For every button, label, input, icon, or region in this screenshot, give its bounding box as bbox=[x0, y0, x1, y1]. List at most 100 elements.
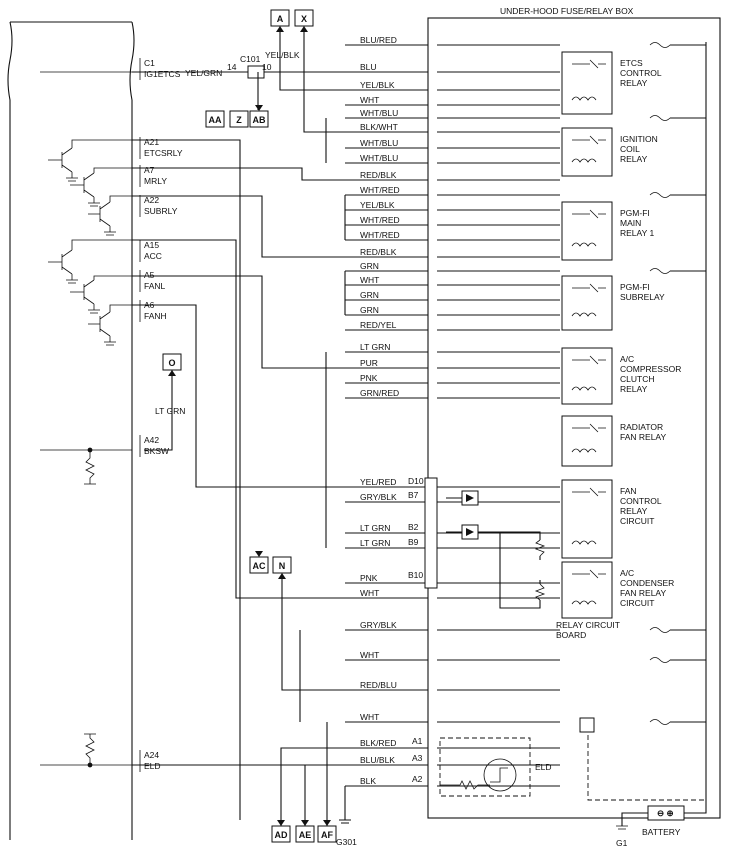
wire-label: WHT/RED bbox=[360, 230, 400, 240]
wire-label: GRN bbox=[360, 290, 379, 300]
wire-label: GRY/BLK bbox=[360, 620, 397, 630]
ecm-signal-fanl: FANL bbox=[144, 281, 166, 291]
board-pin-B9: B9 bbox=[408, 537, 419, 547]
relay-label-line: FAN bbox=[620, 486, 637, 496]
connector-ab: AB bbox=[249, 105, 269, 128]
wire-label: WHT/BLU bbox=[360, 108, 398, 118]
relay-label-line: FAN RELAY bbox=[620, 588, 666, 598]
relay-label-line: A/C bbox=[620, 354, 634, 364]
ecm-signal-eld: ELD bbox=[144, 761, 161, 771]
ground-g301: G301 bbox=[336, 786, 357, 847]
eld-label: ELD bbox=[535, 762, 552, 772]
relay-label-line: IGNITION bbox=[620, 134, 658, 144]
connector-a: A bbox=[270, 9, 290, 32]
wire-label: PUR bbox=[360, 358, 378, 368]
wire-label: BLU/BLK bbox=[360, 755, 395, 765]
svg-text:AD: AD bbox=[275, 830, 288, 840]
wire-label: WHT/BLU bbox=[360, 153, 398, 163]
relay-blocks: ETCSCONTROLRELAYIGNITIONCOILRELAYPGM-FIM… bbox=[561, 51, 681, 619]
wire-label: BLK/RED bbox=[360, 738, 396, 748]
relay-label-line: CLUTCH bbox=[620, 374, 654, 384]
relay-label-line: SUBRELAY bbox=[620, 292, 665, 302]
wire-label: WHT bbox=[360, 712, 379, 722]
wire-label: GRN bbox=[360, 261, 379, 271]
relay-label-line: FAN RELAY bbox=[620, 432, 666, 442]
g1-label: G1 bbox=[616, 838, 628, 848]
ecm-signal-acc: ACC bbox=[144, 251, 162, 261]
board-pin-B10: B10 bbox=[408, 570, 423, 580]
wire-label: BLU/RED bbox=[360, 35, 397, 45]
svg-text:AF: AF bbox=[321, 830, 333, 840]
connector-aa: AA bbox=[205, 110, 225, 128]
relay-label-line: RELAY bbox=[620, 384, 648, 394]
wire-label: WHT bbox=[360, 588, 379, 598]
connector-z: Z bbox=[229, 110, 249, 128]
wire-label: BLK bbox=[360, 776, 376, 786]
relay-label-line: ETCS bbox=[620, 58, 643, 68]
fuse-box-title: UNDER-HOOD FUSE/RELAY BOX bbox=[500, 6, 634, 16]
ecm-signal-fanh: FANH bbox=[144, 311, 167, 321]
wire-label: PNK bbox=[360, 573, 378, 583]
wire-label: LT GRN bbox=[360, 538, 390, 548]
relay-label-line: MAIN bbox=[620, 218, 641, 228]
relay-label-line: RADIATOR bbox=[620, 422, 663, 432]
ecm-pin-A22: A22 bbox=[144, 195, 159, 205]
battery-label: BATTERY bbox=[642, 827, 681, 837]
wire-yel-grn: YEL/GRN bbox=[185, 68, 222, 78]
wire-label: WHT/BLU bbox=[360, 138, 398, 148]
board-pin-D10: D10 bbox=[408, 476, 424, 486]
relay-label-line: CONTROL bbox=[620, 68, 662, 78]
battery: ⊖ ⊕ BATTERY G1 bbox=[579, 42, 707, 848]
ecm-pin-A24: A24 bbox=[144, 750, 159, 760]
ecm-pin-A21: A21 bbox=[144, 137, 159, 147]
connector-o: O bbox=[162, 353, 182, 376]
ecm-signal-subrly: SUBRLY bbox=[144, 206, 178, 216]
wire-label: LT GRN bbox=[360, 523, 390, 533]
connector-n: N bbox=[272, 556, 292, 579]
wire-lt-grn-o: LT GRN bbox=[155, 406, 185, 416]
wire-label: RED/BLK bbox=[360, 247, 397, 257]
relay-label-line: RELAY bbox=[620, 506, 648, 516]
relay-label-line: CONDENSER bbox=[620, 578, 674, 588]
board-pin-B7: B7 bbox=[408, 490, 419, 500]
ecm-signal-etcsrly: ETCSRLY bbox=[144, 148, 183, 158]
svg-text:AE: AE bbox=[299, 830, 312, 840]
ecm-signal-ig1etcs: IG1ETCS bbox=[144, 69, 181, 79]
wire-label: YEL/BLK bbox=[360, 80, 395, 90]
ecm-transistors bbox=[40, 71, 132, 768]
connector-ac: AC bbox=[249, 551, 269, 574]
wire-label: WHT/RED bbox=[360, 215, 400, 225]
svg-text:X: X bbox=[301, 14, 307, 24]
wire-label: WHT bbox=[360, 95, 379, 105]
wire-label: WHT bbox=[360, 650, 379, 660]
wire-label: YEL/RED bbox=[360, 477, 396, 487]
wire-label: RED/BLU bbox=[360, 680, 397, 690]
wire-rows: BLU/REDBLUYEL/BLKWHTWHT/BLUBLK/WHTWHT/BL… bbox=[299, 35, 706, 787]
svg-text:AA: AA bbox=[209, 115, 222, 125]
relay-label-line: CONTROL bbox=[620, 496, 662, 506]
eld-pin-A3: A3 bbox=[412, 753, 423, 763]
ecm-pin-A5: A5 bbox=[144, 270, 155, 280]
wire-label: RED/YEL bbox=[360, 320, 397, 330]
wire-label: LT GRN bbox=[360, 342, 390, 352]
relay-label-line: PGM-FI bbox=[620, 282, 650, 292]
wire-label: BLK/WHT bbox=[360, 122, 398, 132]
board-label-2: BOARD bbox=[556, 630, 586, 640]
wire-yel-blk-top: YEL/BLK bbox=[265, 50, 300, 60]
wire-label: GRN/RED bbox=[360, 388, 399, 398]
wire-label: GRY/BLK bbox=[360, 492, 397, 502]
wire-label: YEL/BLK bbox=[360, 200, 395, 210]
wire-label: GRN bbox=[360, 305, 379, 315]
c101-pin-14: 14 bbox=[227, 62, 237, 72]
eld-pin-A2: A2 bbox=[412, 774, 423, 784]
board-label-1: RELAY CIRCUIT bbox=[556, 620, 620, 630]
